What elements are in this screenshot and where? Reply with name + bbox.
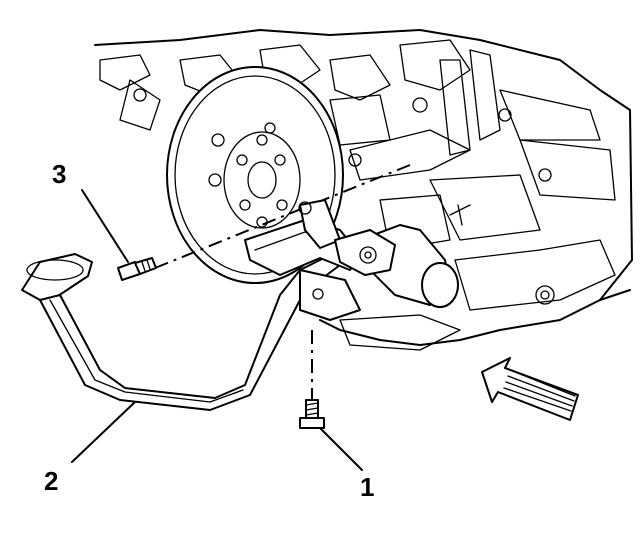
callout-3-label: 3 <box>52 159 66 189</box>
stud-alignment-line <box>154 164 411 269</box>
callout-1-leader <box>319 427 363 471</box>
oil-filter <box>334 224 459 308</box>
view-direction-arrow-icon <box>481 357 579 421</box>
callout-3-leader <box>81 189 129 263</box>
oil-pump-pickup-tube-icon <box>21 199 361 411</box>
callout-2-leader <box>71 401 136 463</box>
engine-block <box>94 29 633 351</box>
bolt-icon <box>299 399 325 429</box>
stud-bolt-icon <box>117 257 157 281</box>
callout-1-label: 1 <box>360 472 374 502</box>
callout-2-label: 2 <box>44 466 58 496</box>
